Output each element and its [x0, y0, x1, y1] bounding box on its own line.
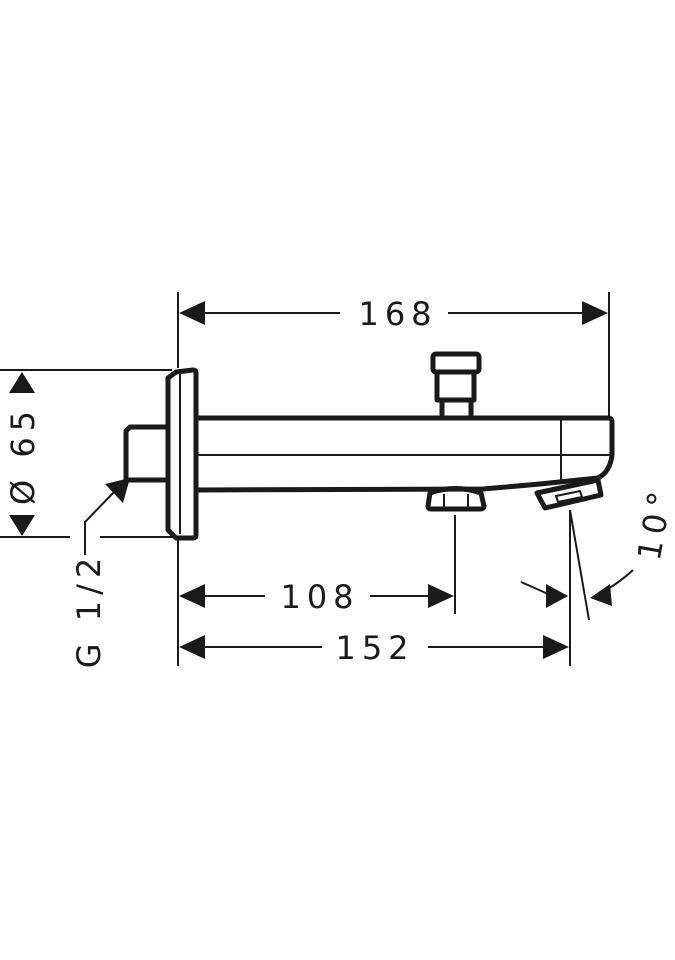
- dimension-diameter-65: Ø 65: [4, 372, 42, 536]
- thread-callout: G 1/2: [70, 478, 130, 668]
- dimension-label-108: 108: [280, 578, 359, 616]
- dimension-152: 152: [179, 629, 569, 667]
- thread-label: G 1/2: [70, 552, 108, 668]
- angled-outlet-aerator: [534, 477, 604, 511]
- spout-body: [195, 415, 615, 493]
- dimension-label-168: 168: [358, 295, 437, 333]
- dimension-168: 168: [179, 295, 608, 333]
- diverter-button: [430, 351, 482, 418]
- dimension-108: 108: [179, 578, 454, 616]
- angle-label: 10°: [630, 483, 675, 563]
- extension-lines: [0, 292, 610, 666]
- dimension-label-diameter: Ø 65: [4, 405, 42, 505]
- dimension-label-152: 152: [335, 629, 414, 667]
- bottom-aerator: [425, 486, 487, 512]
- wall-plate: [165, 367, 199, 541]
- threaded-nipple: [123, 424, 168, 483]
